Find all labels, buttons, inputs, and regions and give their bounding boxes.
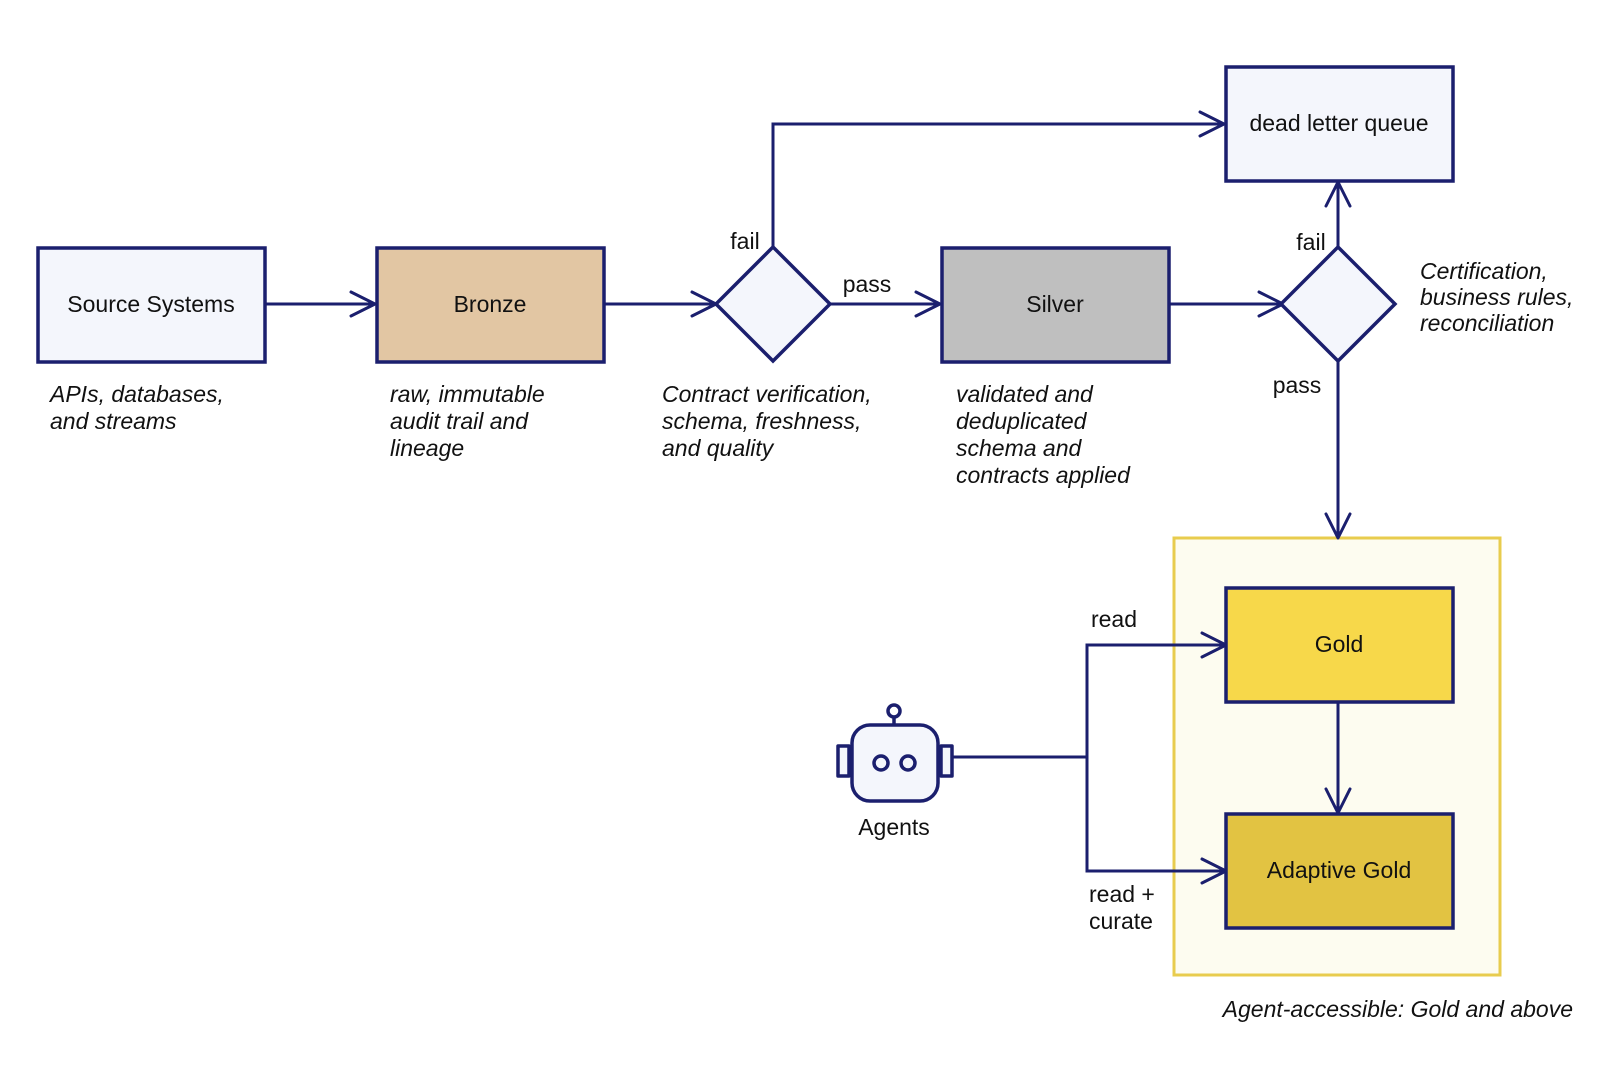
edge-agents-read-to-gold (1085, 643, 1226, 757)
caption-line: APIs, databases, (48, 381, 224, 407)
agent-read-label: read (1091, 606, 1137, 632)
arrowhead (914, 290, 942, 318)
gold-box (1224, 586, 1455, 704)
agent-read-curate-line: read + (1089, 881, 1155, 907)
arrowhead (1324, 512, 1352, 540)
silver-label: Silver (1026, 291, 1084, 317)
agents-label: Agents (858, 814, 930, 840)
agent-zone-caption: Agent-accessible: Gold and above (1221, 996, 1573, 1022)
contract-fail-label: fail (730, 228, 759, 254)
bronze-label: Bronze (454, 291, 527, 317)
caption-line: and streams (50, 408, 177, 434)
silver-box (940, 246, 1171, 364)
cert-fail-label: fail (1296, 229, 1325, 255)
source-systems-box (36, 246, 267, 364)
contract-check-caption: Contract verification, schema, freshness… (662, 381, 878, 461)
caption-line: Certification, (1420, 258, 1548, 284)
caption-line: contracts applied (956, 462, 1131, 488)
source-systems-caption: APIs, databases, and streams (48, 381, 230, 434)
caption-line: deduplicated (956, 408, 1088, 434)
dead-letter-queue-label: dead letter queue (1249, 110, 1428, 136)
cert-pass-label: pass (1273, 372, 1322, 398)
edge-agents-curate-to-adaptive-gold (1085, 757, 1226, 873)
adaptive-gold-label: Adaptive Gold (1267, 857, 1411, 883)
bronze-box (375, 246, 606, 364)
adaptive-gold-box (1224, 812, 1455, 930)
caption-line: schema and (956, 435, 1083, 461)
bronze-caption: raw, immutable audit trail and lineage (390, 381, 551, 461)
caption-line: reconciliation (1420, 310, 1554, 336)
silver-caption: validated and deduplicated schema and co… (956, 381, 1131, 488)
caption-line: business rules, (1420, 284, 1573, 310)
caption-line: raw, immutable (390, 381, 545, 407)
caption-line: Contract verification, (662, 381, 872, 407)
robot-icon (836, 703, 954, 803)
source-systems-label: Source Systems (67, 291, 234, 317)
gold-label: Gold (1315, 631, 1364, 657)
agent-read-curate-line: curate (1089, 908, 1153, 934)
certification-check-caption: Certification, business rules, reconcili… (1420, 258, 1580, 336)
caption-line: validated and (956, 381, 1094, 407)
caption-line: schema, freshness, (662, 408, 861, 434)
contract-pass-label: pass (843, 271, 892, 297)
caption-line: audit trail and (390, 408, 529, 434)
edge-contract-fail-to-dlq (771, 122, 1224, 247)
caption-line: lineage (390, 435, 464, 461)
certification-check-diamond (1278, 244, 1398, 364)
caption-line: and quality (662, 435, 775, 461)
arrowhead (1198, 110, 1226, 138)
arrowhead (349, 290, 377, 318)
contract-check-diamond (713, 244, 833, 364)
agent-read-curate-label: read + curate (1089, 881, 1161, 934)
dead-letter-queue-box (1224, 65, 1455, 183)
